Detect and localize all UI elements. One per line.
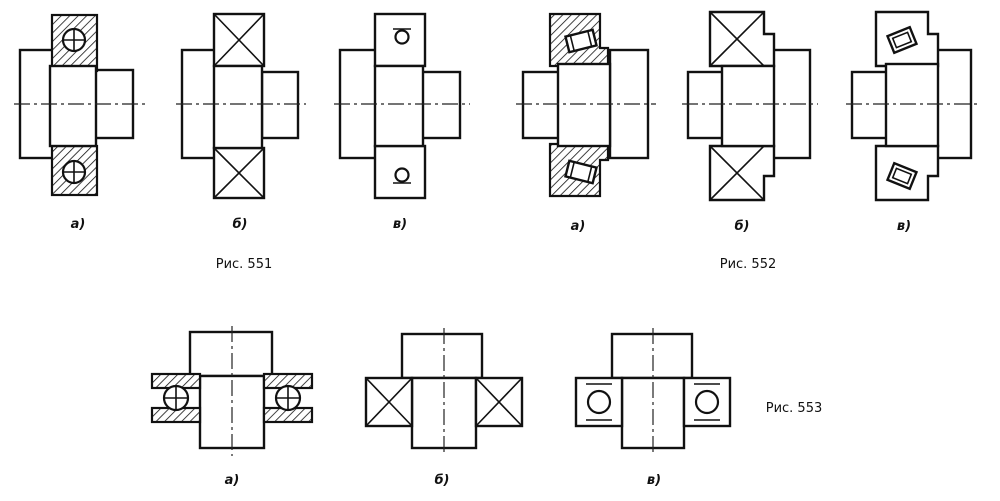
roller-symbol-top	[885, 25, 919, 55]
sublabel-553-b: б)	[434, 473, 449, 488]
ball-top	[61, 27, 87, 53]
thrust-ball-right	[274, 384, 302, 412]
fig551-v-bearing-conventional	[334, 12, 470, 200]
thrust-ball-left	[162, 384, 190, 412]
fig551-b-bearing-simplified	[176, 12, 306, 200]
sublabel-552-b: б)	[734, 219, 749, 234]
fig552-b-tapered-bearing-simplified	[682, 10, 818, 202]
roller-bottom	[564, 159, 598, 185]
roller-top	[564, 28, 598, 54]
caption-fig-552: Рис. 552	[720, 257, 777, 272]
fig552-v-tapered-bearing-conventional	[846, 10, 978, 202]
sublabel-551-b: б)	[232, 217, 247, 232]
roller-symbol-bottom	[885, 161, 919, 191]
thrust-ball-symbol-left	[586, 389, 612, 415]
sublabel-553-v: в)	[647, 473, 661, 488]
caption-fig-553: Рис. 553	[766, 401, 823, 416]
ball-symbol-bottom	[394, 167, 410, 183]
thrust-ball-symbol-right	[694, 389, 720, 415]
caption-fig-551: Рис. 551	[216, 257, 273, 272]
ball-symbol-top	[394, 29, 410, 45]
fig552-a-tapered-roller-bearing-sectioned	[516, 12, 656, 198]
fig553-v-thrust-bearing-conventional	[574, 328, 732, 456]
fig553-b-thrust-bearing-simplified	[364, 328, 524, 456]
sublabel-553-a: а)	[225, 473, 240, 488]
sublabel-552-a: а)	[571, 219, 586, 234]
ball-bottom	[61, 159, 87, 185]
sublabel-552-v: в)	[897, 219, 911, 234]
fig551-a-ball-bearing-sectioned	[14, 13, 146, 197]
sublabel-551-v: в)	[393, 217, 407, 232]
fig553-a-thrust-ball-bearing-sectioned	[150, 326, 314, 456]
sublabel-551-a: а)	[71, 217, 86, 232]
